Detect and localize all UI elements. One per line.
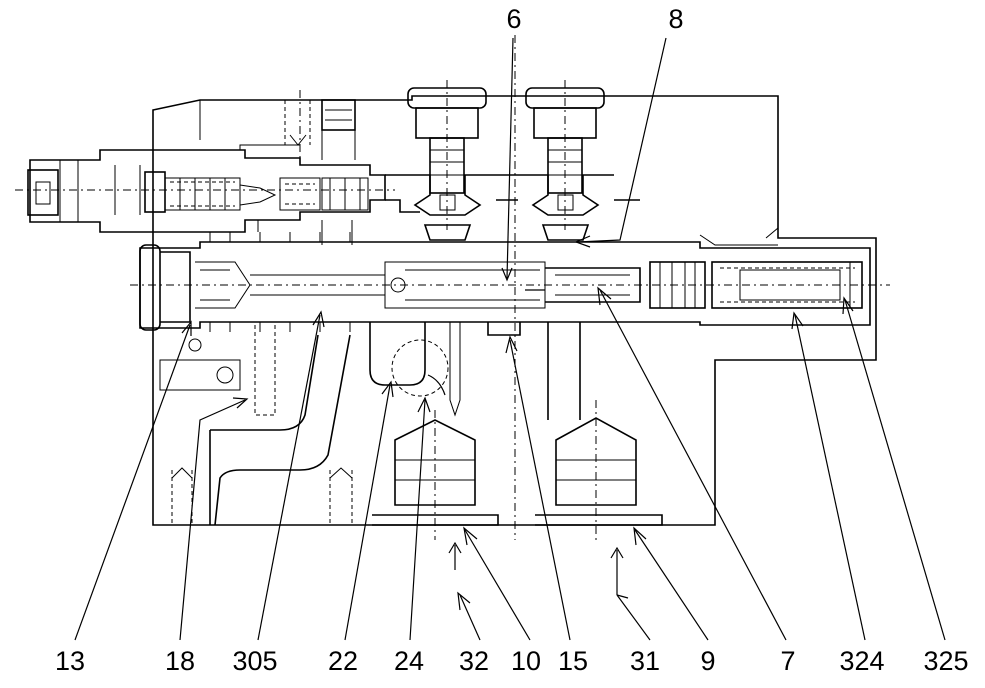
callout-32: 32 (459, 646, 489, 676)
centerlines (15, 35, 890, 540)
detail-circle (391, 339, 449, 397)
callout-8: 8 (668, 4, 683, 34)
callout-31: 31 (630, 646, 660, 676)
vertical-bore-left (284, 99, 356, 245)
lower-poppet-right (535, 417, 663, 526)
top-plug-left (400, 87, 496, 241)
callout-324: 324 (839, 646, 884, 676)
lower-passages (159, 322, 581, 526)
flow-arrows (427, 289, 629, 599)
callout-22: 22 (328, 646, 358, 676)
callout-labels: 6 8 13 18 305 22 24 32 10 15 31 9 7 324 … (55, 4, 969, 676)
callout-9: 9 (700, 646, 715, 676)
callout-10: 10 (511, 646, 541, 676)
cross-passage (385, 174, 640, 213)
main-spool-bore (139, 232, 871, 332)
callout-6: 6 (506, 4, 521, 34)
callout-325: 325 (923, 646, 968, 676)
callout-18: 18 (165, 646, 195, 676)
left-cartridge (27, 144, 386, 233)
callout-305: 305 (232, 646, 277, 676)
callout-24: 24 (394, 646, 424, 676)
callout-13: 13 (55, 646, 85, 676)
callout-15: 15 (558, 646, 588, 676)
callout-7: 7 (780, 646, 795, 676)
leader-lines (74, 37, 946, 641)
top-plug-right (518, 87, 614, 241)
